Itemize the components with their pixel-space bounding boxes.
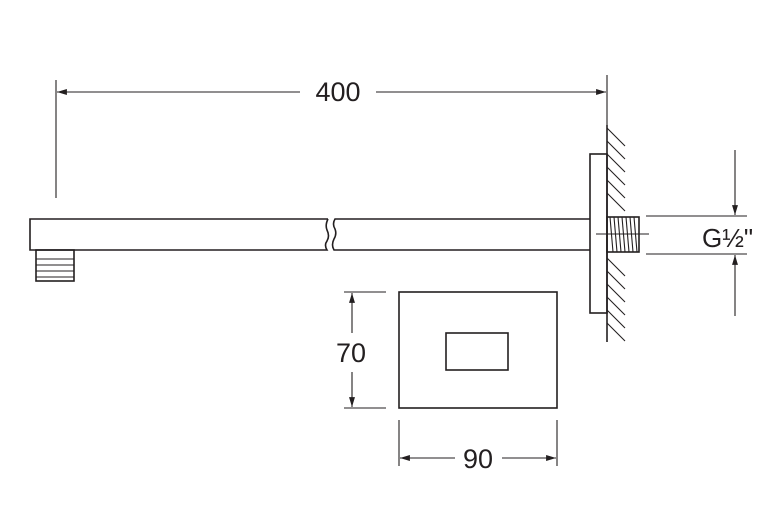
hatch-line [606, 166, 626, 186]
length-label: 400 [315, 77, 360, 107]
hatch-line [606, 257, 626, 277]
hatch-line [606, 140, 626, 160]
height-dimension: 70 [336, 291, 386, 409]
height-label: 70 [336, 338, 366, 368]
hatch-line [606, 179, 626, 199]
length-dimension: 400 [55, 75, 608, 198]
hatch-line [606, 283, 626, 303]
arm-cross-section [398, 291, 558, 409]
hatch-line [606, 127, 626, 147]
thread-connection [596, 216, 649, 253]
hatch-line [606, 153, 626, 173]
thread-size-label: G½" [702, 223, 753, 253]
hatch-line [606, 309, 626, 329]
shower-arm [29, 153, 608, 314]
nozzle-connector [35, 249, 75, 282]
plate-outline [398, 291, 558, 409]
hatch-line [606, 192, 626, 212]
arm-left-segment [29, 218, 330, 251]
hatch-line [606, 270, 626, 290]
thread-dimension: G½" [646, 150, 753, 316]
width-label: 90 [463, 444, 493, 474]
hatch-line [606, 296, 626, 316]
width-dimension: 90 [398, 420, 558, 474]
plate-inner-opening [445, 332, 509, 371]
arm-right-segment [331, 218, 590, 251]
hatch-line [606, 322, 626, 342]
